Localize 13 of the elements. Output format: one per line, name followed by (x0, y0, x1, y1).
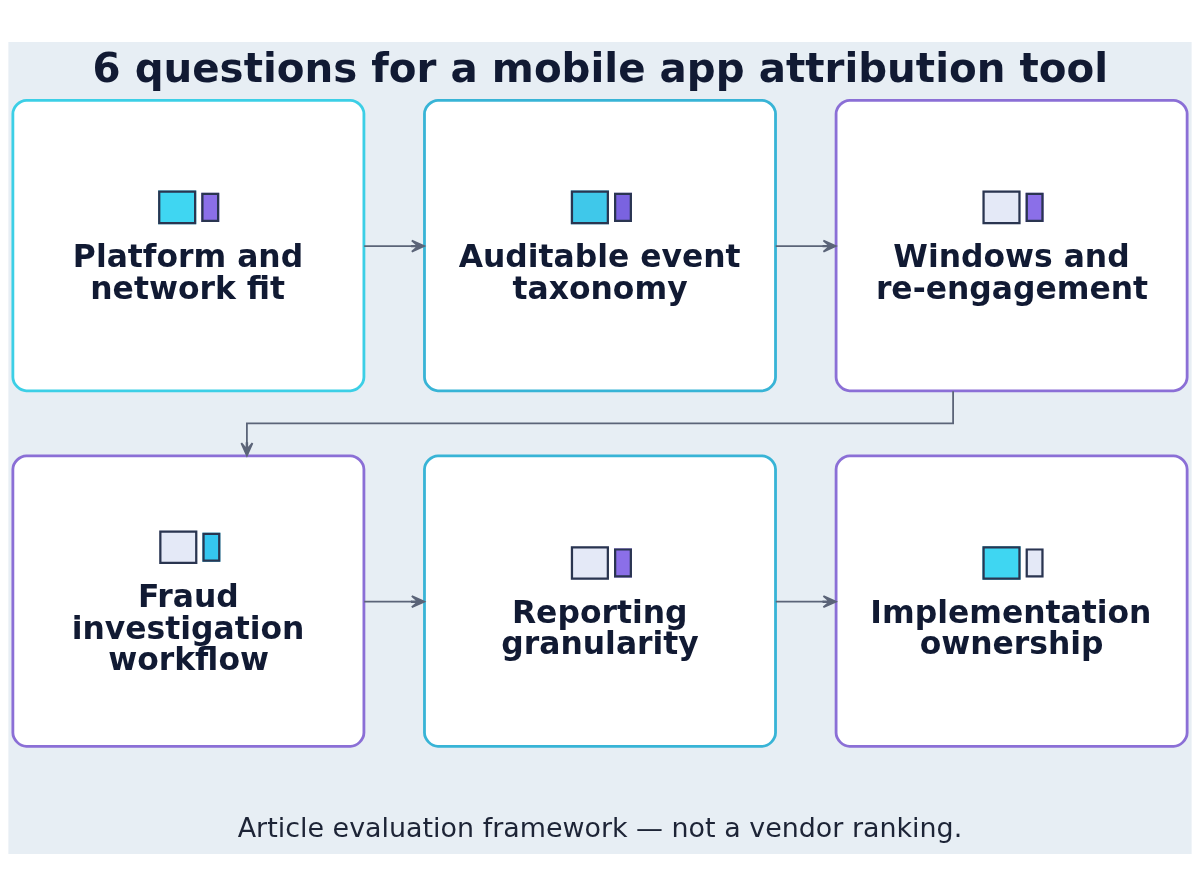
node-box: Auditable event taxonomy (423, 98, 777, 393)
node-box: Windows and re-engagement (834, 98, 1189, 393)
arrow (363, 239, 426, 253)
arrow (240, 390, 954, 457)
caption: Article evaluation framework — not a vendor ranking. (237, 812, 963, 844)
arrow (774, 595, 837, 609)
node-box: Reporting granularity (423, 454, 777, 748)
node-box: Fraud investigation workflow (11, 454, 366, 748)
diagram-title: 6 questions for a mobile app attribution tool (92, 45, 1109, 93)
node-box: Implementation ownership (834, 454, 1189, 748)
arrow (774, 239, 837, 253)
arrow (363, 595, 426, 609)
node-box: Platform and network fit (11, 98, 366, 393)
